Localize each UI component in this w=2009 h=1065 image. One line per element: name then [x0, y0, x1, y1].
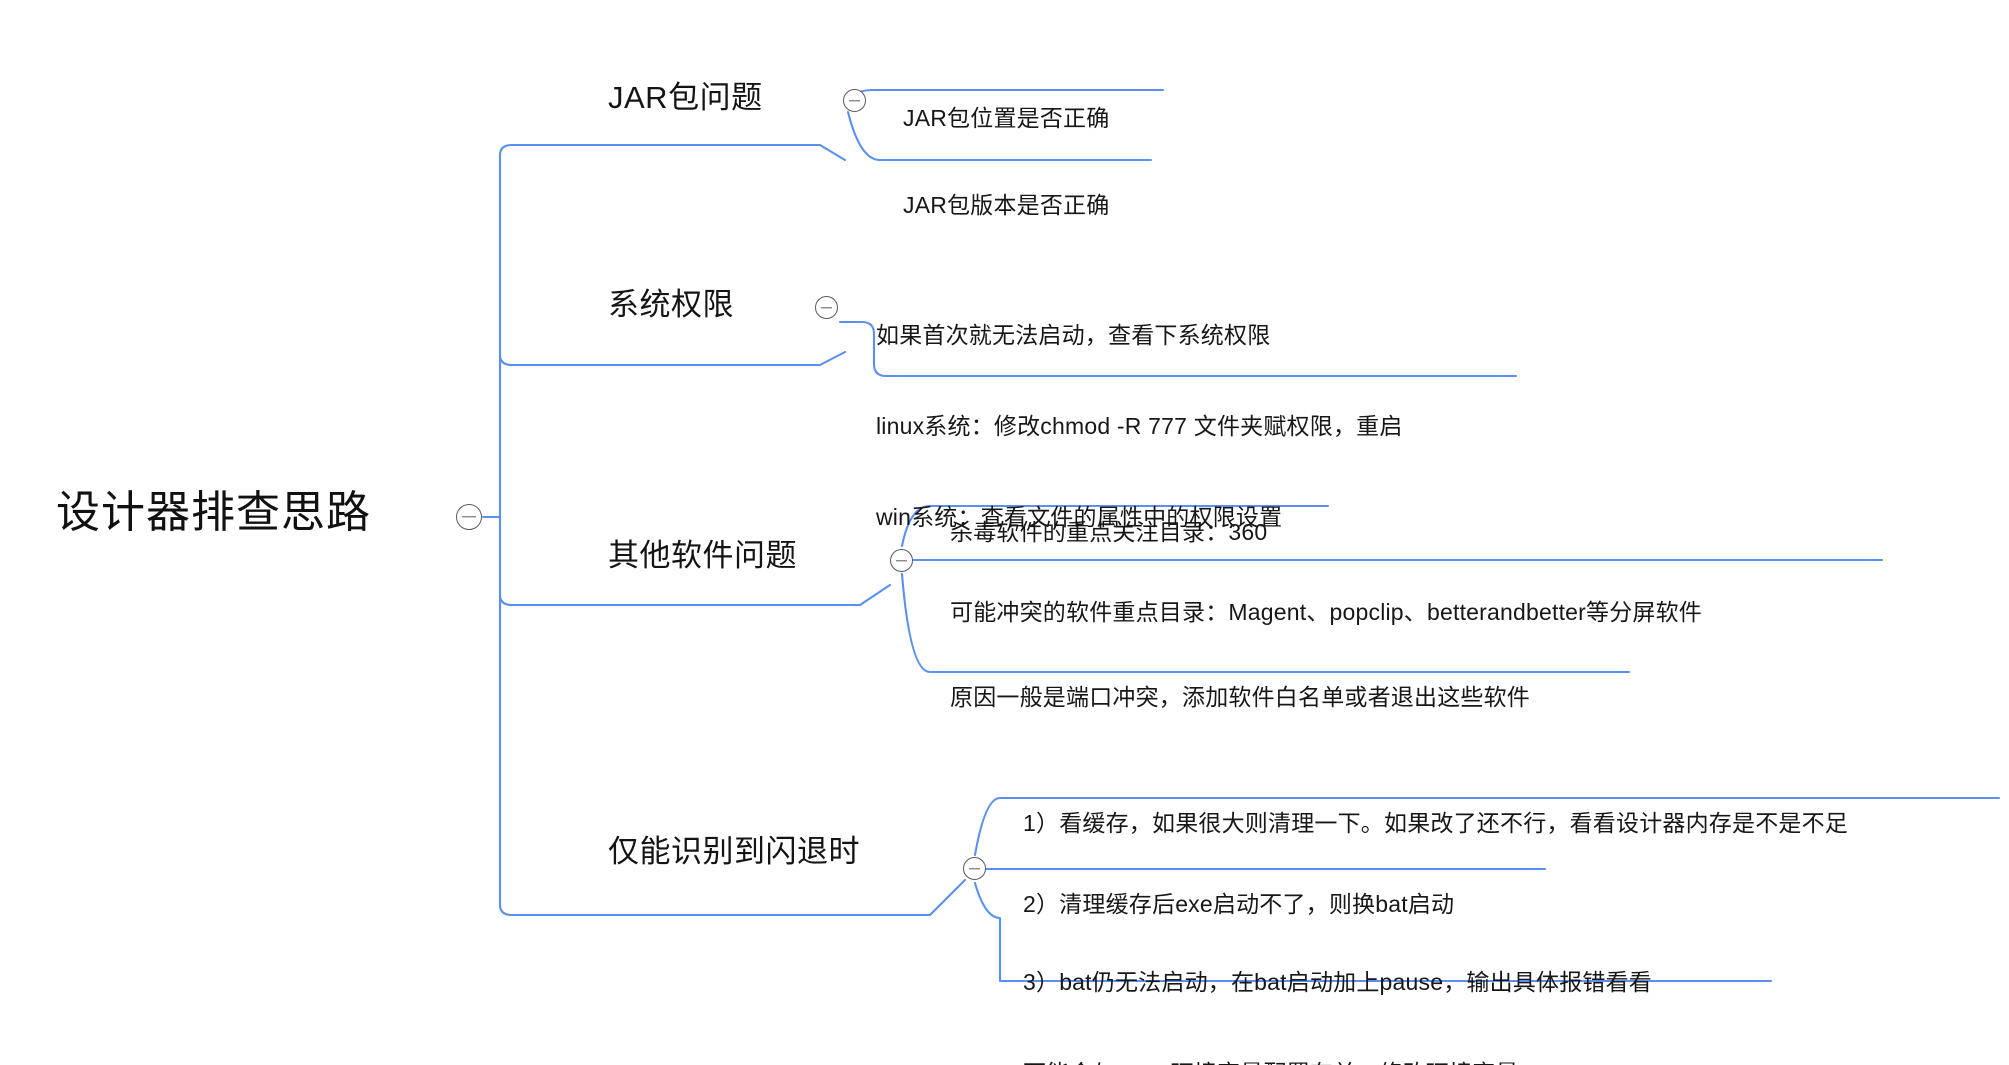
leaf-node-crash-1[interactable]: 1）看缓存，如果很大则清理一下。如果改了还不行，看看设计器内存是不是不足	[1023, 747, 1848, 899]
root-node-label[interactable]: 设计器排查思路	[56, 488, 371, 537]
branch-collapse-toggle-jar[interactable]	[843, 89, 866, 112]
branch-collapse-toggle-crash[interactable]	[963, 857, 986, 880]
edge-root-branch-3	[498, 583, 892, 607]
leaf-line: 2）清理缓存后exe启动不了，则换bat启动	[1023, 890, 1455, 917]
branch-collapse-toggle-permission[interactable]	[815, 296, 838, 319]
edge-root-branch-2	[498, 350, 847, 367]
leaf-node-other-1[interactable]: 杀毒软件的重点关注目录：360	[950, 456, 1267, 608]
edge-root-branch-1	[498, 143, 847, 162]
leaf-node-permission-1[interactable]: 如果首次就无法启动，查看下系统权限 linux系统：修改chmod -R 777…	[876, 259, 1403, 593]
leaf-line: JAR包位置是否正确	[903, 104, 1110, 131]
branch-label-permission[interactable]: 系统权限	[608, 287, 734, 322]
branch-label-jar[interactable]: JAR包问题	[608, 80, 763, 115]
branch-collapse-toggle-other-software[interactable]	[890, 549, 913, 572]
leaf-line: linux系统：修改chmod -R 777 文件夹赋权限，重启	[876, 412, 1403, 439]
leaf-line: JAR包版本是否正确	[903, 191, 1110, 218]
leaf-node-crash-3[interactable]: 3）bat仍无法启动，在bat启动加上pause，输出具体报错看看 可能会与JA…	[1023, 906, 1652, 1065]
leaf-node-crash-2[interactable]: 2）清理缓存后exe启动不了，则换bat启动	[1023, 828, 1454, 980]
branch-label-crash[interactable]: 仅能识别到闪退时	[608, 834, 860, 869]
root-collapse-toggle[interactable]	[456, 504, 482, 530]
leaf-line: 可能会与JAVA环境变量配置有关，修改环境变量	[1023, 1058, 1652, 1065]
edge-root-branch-4	[498, 878, 967, 917]
leaf-line: 杀毒软件的重点关注目录：360	[950, 518, 1268, 545]
leaf-node-jar-1[interactable]: JAR包位置是否正确	[903, 42, 1109, 194]
leaf-line: 3）bat仍无法启动，在bat启动加上pause，输出具体报错看看	[1023, 968, 1653, 995]
leaf-line: 1）看缓存，如果很大则清理一下。如果改了还不行，看看设计器内存是不是不足	[1023, 809, 1848, 836]
leaf-line: win系统：查看文件的属性中的权限设置	[876, 503, 1283, 530]
leaf-line: 如果首次就无法启动，查看下系统权限	[876, 321, 1271, 348]
leaf-line: 原因一般是端口冲突，添加软件白名单或者退出这些软件	[950, 683, 1530, 710]
leaf-node-jar-2[interactable]: JAR包版本是否正确	[903, 129, 1109, 281]
leaf-node-other-3[interactable]: 原因一般是端口冲突，添加软件白名单或者退出这些软件	[950, 621, 1530, 773]
leaf-node-other-2[interactable]: 可能冲突的软件重点目录：Magent、popclip、betterandbett…	[950, 536, 1702, 688]
branch-label-other-software[interactable]: 其他软件问题	[608, 538, 797, 573]
leaf-line: 可能冲突的软件重点目录：Magent、popclip、betterandbett…	[950, 598, 1703, 625]
